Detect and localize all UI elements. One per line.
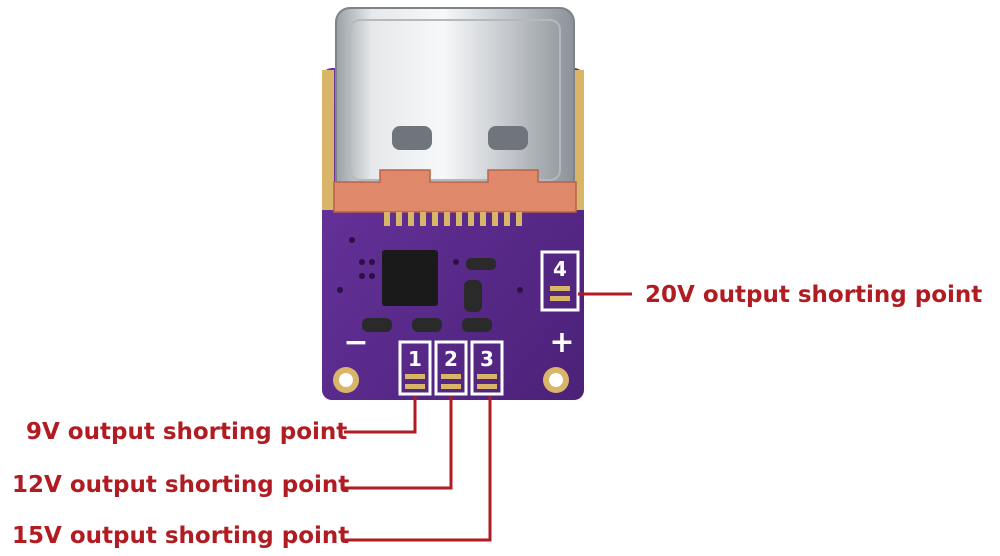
pad-number-2: 2: [444, 347, 458, 371]
pd-chip: [382, 250, 438, 306]
shorting-pads: [405, 286, 570, 389]
pad-number-4: 4: [553, 257, 567, 281]
pad-boxes: [398, 250, 580, 396]
mounting-holes: [333, 367, 569, 393]
callout-9v-label: 9V output shorting point: [26, 419, 348, 445]
smd-components: [362, 258, 496, 332]
pad-number-1: 1: [408, 347, 422, 371]
callout-15v-label: 15V output shorting point: [12, 523, 350, 549]
callout-lines: [344, 292, 632, 542]
callout-12v-label: 12V output shorting point: [12, 472, 350, 498]
callout-20v-label: 20V output shorting point: [645, 282, 983, 308]
silk-plus-sign: +: [549, 325, 574, 360]
vias: [337, 237, 523, 293]
pad-number-3: 3: [480, 347, 494, 371]
usb-c-connector: [333, 7, 577, 226]
silk-minus-sign: −: [343, 325, 368, 360]
